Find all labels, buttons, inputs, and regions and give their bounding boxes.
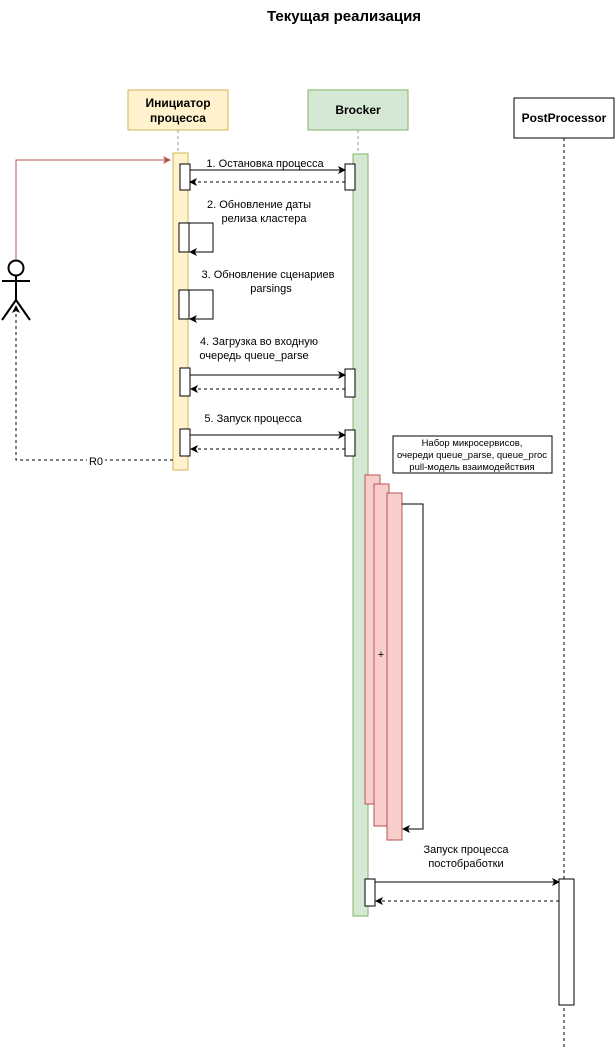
diagram-title: Текущая реализация <box>267 8 421 25</box>
initiator-exec-1 <box>179 163 191 191</box>
participant-broker-label: Brocker <box>335 103 381 117</box>
initiator-exec-5 <box>179 428 191 457</box>
post-label-line1: Запуск процесса <box>423 844 509 856</box>
actor-call-arrow <box>15 156 171 260</box>
message-3-self-arrow <box>189 289 214 323</box>
message-5-label: 5. Запуск процесса <box>204 413 302 425</box>
participant-postprocessor-box <box>513 97 615 139</box>
broker-exec-1 <box>344 163 356 191</box>
microservices-plus: + <box>378 649 384 661</box>
message-4-label-line2: очередь queue_parse <box>199 350 308 362</box>
post-label-line2: постобработки <box>428 858 503 870</box>
message-2-label-line1: 2. Обновление даты <box>207 199 311 211</box>
return-label: R0 <box>89 456 103 468</box>
participant-broker-box <box>307 89 409 131</box>
broker-exec-5 <box>344 429 356 457</box>
initiator-exec-2 <box>178 222 190 253</box>
message-3-label-line1: 3. Обновление сценариев <box>201 269 334 281</box>
message-1-label: 1. Остановка процесса <box>206 158 324 170</box>
participant-postprocessor[interactable]: PostProcessor <box>513 97 615 139</box>
message-4-label-line1: 4. Загрузка во входную <box>200 336 318 348</box>
participant-initiator-label-line2: процесса <box>150 111 206 125</box>
message-2-self-arrow <box>189 222 214 256</box>
participant-broker[interactable]: Brocker <box>307 89 409 131</box>
microservices-self-arrow <box>402 503 424 833</box>
participant-initiator[interactable]: Инициатор процесса <box>127 89 229 131</box>
return-label-bg <box>87 455 105 466</box>
initiator-exec-4 <box>179 367 191 397</box>
microservice-3 <box>386 492 403 841</box>
note-line1: Набор микросервисов, <box>422 438 523 449</box>
microservices-note: Набор микросервисов, очереди queue_parse… <box>392 435 553 474</box>
actor-figure <box>1 259 31 321</box>
broker-exec-post <box>364 878 376 907</box>
postprocessor-activation <box>558 878 575 1006</box>
message-2-label-line2: релиза кластера <box>222 213 308 225</box>
note-line3: pull-модель взаимодействия <box>409 462 534 473</box>
participant-postprocessor-label: PostProcessor <box>522 111 607 125</box>
actor-return-arrow <box>12 305 173 461</box>
message-3-label-line2: parsings <box>250 283 292 295</box>
participant-initiator-box <box>127 89 229 131</box>
participant-initiator-label-line1: Инициатор <box>145 96 210 110</box>
note-line2: очереди queue_parse, queue_proc <box>397 450 547 461</box>
initiator-exec-3 <box>178 289 190 320</box>
microservices-stack[interactable]: + <box>364 474 424 841</box>
broker-exec-4 <box>344 368 356 398</box>
